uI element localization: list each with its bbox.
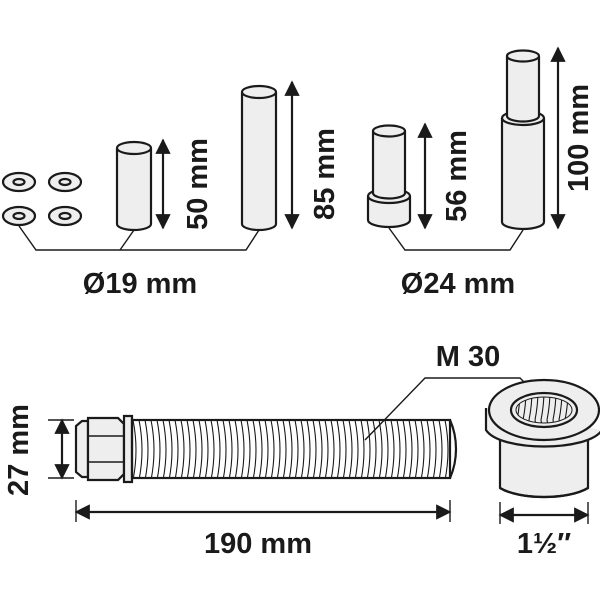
pin-short-19mm: [115, 140, 153, 232]
diameter-24-label: Ø24 mm: [401, 268, 515, 300]
washers: [1, 171, 83, 227]
diameter-19-leader-branch: [119, 229, 135, 251]
pin-long-19mm: [240, 84, 278, 232]
threaded-rod: [74, 414, 458, 484]
pin-short-height-label: 50 mm: [182, 138, 214, 230]
washer-top-left: [1, 171, 37, 193]
thread-label: M 30: [436, 341, 500, 373]
washer-bottom-right: [47, 205, 83, 227]
diameter-19-leader: [18, 225, 260, 251]
rod-length-label: 190 mm: [204, 528, 312, 560]
pin-stepped-height-label: 56 mm: [441, 130, 473, 222]
pin-long-height-label: 85 mm: [309, 128, 341, 220]
pin-stepped-24mm: [366, 124, 412, 229]
washer-bottom-left: [1, 205, 37, 227]
washer-top-right: [47, 171, 83, 193]
threaded-bushing: [484, 378, 600, 499]
bushing-size-label: 1½″: [517, 528, 571, 560]
pin-tall-24mm: [500, 49, 546, 231]
diameter-24-leader: [388, 227, 524, 251]
rod-height-label: 27 mm: [3, 404, 35, 496]
pin-tall-height-label: 100 mm: [563, 84, 595, 192]
diameter-19-label: Ø19 mm: [83, 268, 197, 300]
